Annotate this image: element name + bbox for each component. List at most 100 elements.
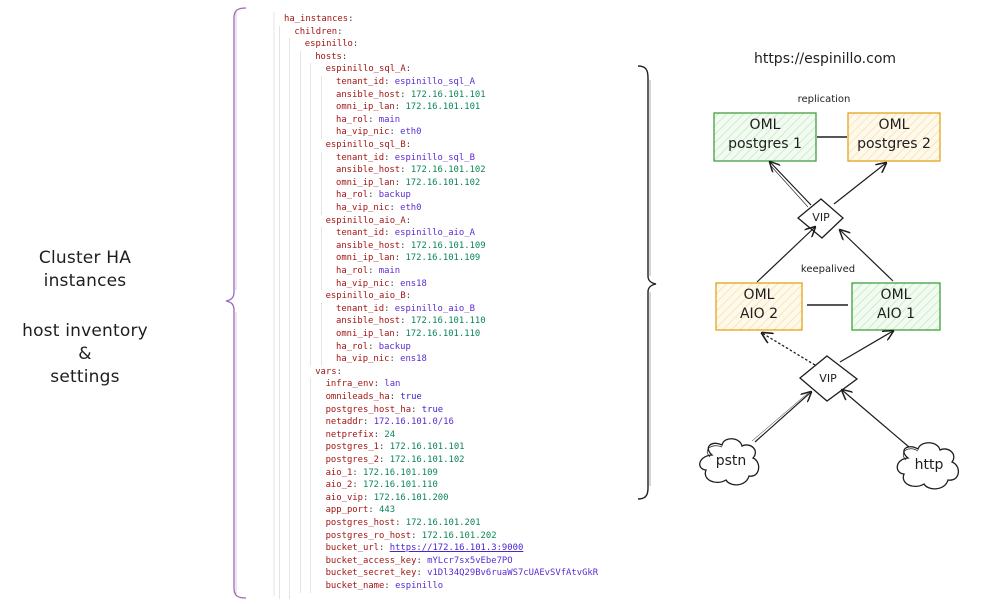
yaml-value: 172.16.101.109 — [410, 240, 486, 251]
node-postgres1-label: OML postgres 1 — [714, 116, 816, 154]
keepalived-label: keepalived — [800, 264, 856, 275]
yaml-colon: : — [363, 417, 369, 428]
caption-line: Cluster HA — [38, 248, 132, 268]
yaml-value: eth0 — [400, 127, 422, 138]
yaml-line: children: — [294, 26, 342, 39]
caption-line: host inventory — [22, 321, 148, 341]
yaml-colon: : — [395, 518, 401, 528]
yaml-colon: : — [337, 26, 343, 37]
yaml-line: ansible_host: 172.16.101.110 — [336, 315, 486, 328]
yaml-colon: : — [379, 442, 385, 453]
yaml-value: main — [378, 114, 401, 125]
yaml-colon: : — [394, 253, 401, 264]
yaml-line: ha_rol: main — [336, 114, 400, 127]
vip-db-diamond[interactable] — [796, 198, 844, 239]
yaml-colon: : — [411, 404, 417, 415]
node-postgres2-box[interactable] — [847, 112, 941, 162]
yaml-colon: : — [373, 379, 380, 390]
yaml-value: espinillo_sql_A — [394, 77, 475, 87]
yaml-key: vars — [315, 366, 337, 377]
node-aio2-label: OML AIO 2 — [716, 286, 802, 324]
yaml-value: true — [421, 404, 444, 415]
yaml-key: tenant_id — [336, 77, 385, 87]
yaml-line: tenant_id: espinillo_aio_B — [336, 303, 475, 316]
yaml-colon: : — [394, 329, 401, 339]
yaml-value-link[interactable]: https://172.16.101.3:9000 — [389, 543, 524, 554]
yaml-line: ha_vip_nic: eth0 — [336, 202, 422, 215]
yaml-colon: : — [400, 316, 406, 327]
yaml-colon: : — [348, 14, 354, 24]
yaml-key: postgres_2 — [325, 455, 380, 465]
caption-line: & — [78, 344, 92, 364]
yaml-value: 172.16.101.109 — [405, 253, 481, 264]
yaml-colon: : — [400, 165, 406, 176]
yaml-colon: : — [352, 39, 359, 50]
yaml-value: 172.16.101.202 — [421, 530, 497, 541]
node-postgres1-box[interactable] — [713, 112, 817, 162]
yaml-line: ha_rol: main — [336, 265, 400, 278]
yaml-value: mYLcr7sx5vEbe7PO — [427, 555, 513, 566]
yaml-value: 172.16.101.200 — [373, 492, 449, 503]
yaml-key: aio_2 — [325, 480, 353, 491]
indent-guide — [320, 76, 322, 139]
yaml-key: netaddr — [325, 417, 363, 428]
yaml-line: ha_vip_nic: eth0 — [336, 126, 422, 139]
yaml-colon: : — [389, 278, 395, 289]
yaml-line: aio_2: 172.16.101.110 — [326, 479, 438, 492]
http-cloud[interactable] — [896, 442, 959, 490]
indent-guide — [299, 50, 301, 593]
node-line: OML — [743, 287, 775, 303]
vip-app-diamond[interactable] — [798, 355, 859, 402]
yaml-colon: : — [368, 266, 374, 276]
node-line: postgres 2 — [857, 136, 931, 152]
indent-guide — [320, 302, 322, 366]
yaml-key: espinillo — [304, 39, 353, 50]
yaml-colon: : — [416, 555, 422, 566]
yaml-value: espinillo_aio_B — [394, 303, 475, 314]
yaml-line: omni_ip_lan: 172.16.101.102 — [336, 177, 480, 190]
pstn-label: pstn — [715, 453, 747, 469]
yaml-line: tenant_id: espinillo_aio_A — [336, 227, 475, 240]
yaml-line: aio_1: 172.16.101.109 — [326, 467, 438, 480]
node-postgres2-label: OML postgres 2 — [848, 116, 940, 154]
yaml-key: ha_rol — [336, 341, 369, 352]
yaml-inventory-code: ha_instances:children:espinillo:hosts:es… — [274, 10, 604, 599]
replication-label: replication — [797, 94, 851, 105]
yaml-value: espinillo_sql_B — [394, 152, 475, 163]
yaml-value: espinillo — [395, 581, 444, 591]
yaml-key: ha_rol — [336, 114, 369, 125]
yaml-value: 172.16.101.102 — [410, 165, 486, 176]
yaml-colon: : — [352, 467, 358, 478]
yaml-key: aio_vip — [325, 492, 363, 503]
yaml-key: omni_ip_lan — [336, 177, 395, 188]
yaml-key: ansible_host — [336, 316, 401, 327]
yaml-key: bucket_access_key — [325, 555, 417, 566]
yaml-line: vars: — [315, 366, 342, 379]
yaml-colon: : — [394, 102, 401, 113]
node-line: OML — [749, 117, 781, 133]
yaml-line: bucket_secret_key: v1Dl34Q29Bv6ruaWS7cUA… — [326, 567, 599, 580]
yaml-value: backup — [378, 341, 411, 352]
yaml-value: 172.16.101.102 — [389, 455, 465, 465]
yaml-value: 172.16.101.0/16 — [373, 417, 454, 428]
yaml-key: app_port — [325, 505, 369, 516]
yaml-key: tenant_id — [336, 303, 385, 314]
yaml-line: ha_rol: backup — [336, 189, 411, 202]
yaml-line: infra_env: lan — [326, 378, 401, 391]
yaml-key: omni_ip_lan — [336, 102, 395, 113]
yaml-colon: : — [336, 366, 342, 377]
yaml-key: children — [294, 26, 338, 37]
yaml-key: omni_ip_lan — [336, 253, 395, 264]
yaml-key: postgres_1 — [325, 442, 380, 453]
yaml-line: bucket_access_key: mYLcr7sx5vEbe7PO — [326, 555, 513, 568]
node-aio2-box[interactable] — [715, 282, 803, 331]
pstn-cloud[interactable] — [699, 438, 760, 486]
yaml-key: ha_vip_nic — [336, 127, 390, 138]
yaml-value: 172.16.101.101 — [389, 442, 465, 453]
site-url[interactable]: https://espinillo.com — [753, 51, 897, 67]
inventory-caption: host inventory & settings — [0, 320, 170, 389]
right-brace — [637, 65, 657, 500]
node-aio1-box[interactable] — [851, 282, 941, 331]
yaml-line: ha_rol: backup — [336, 341, 411, 354]
yaml-value: lan — [384, 379, 401, 390]
